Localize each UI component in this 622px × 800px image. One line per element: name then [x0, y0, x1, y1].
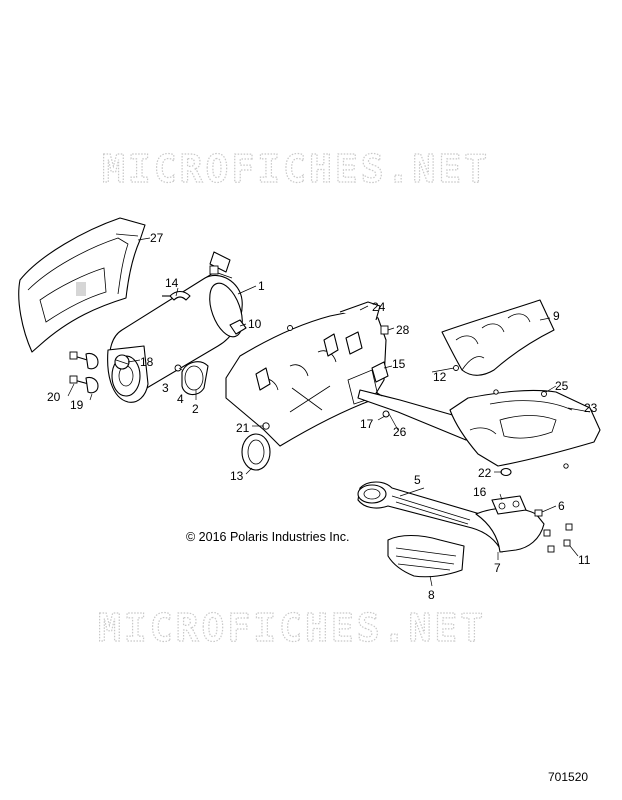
callout-23: 23 [584, 401, 598, 415]
callout-6: 6 [558, 499, 565, 513]
callout-13: 13 [230, 469, 244, 483]
part-28-nut [380, 325, 389, 335]
part-25-bolt [541, 391, 547, 397]
callout-9: 9 [553, 309, 560, 323]
callout-25: 25 [555, 379, 569, 393]
callout-12: 12 [433, 370, 447, 384]
callout-17: 17 [360, 417, 374, 431]
part-15-bracket [371, 361, 389, 383]
part-6-stud [534, 509, 543, 517]
copyright-notice: © 2016 Polaris Industries Inc. [186, 530, 349, 544]
callout-5: 5 [414, 473, 421, 487]
part-18-flange [114, 354, 130, 370]
part-5-exhaust-pipe [357, 481, 545, 553]
reference-number: 701520 [548, 770, 588, 784]
callout-10: 10 [248, 317, 262, 331]
part-13-gasket [241, 433, 271, 471]
part-9-corrugated-shield [441, 299, 555, 376]
callout-22: 22 [478, 466, 492, 480]
callout-21: 21 [236, 421, 250, 435]
leader-lines [67, 237, 591, 587]
part-14-clip [162, 290, 191, 301]
part-27-heat-shield [18, 217, 146, 353]
part-11-bolts [543, 523, 573, 553]
part-10-grommet [229, 319, 247, 335]
part-20-bolt [69, 375, 99, 394]
callout-24: 24 [372, 300, 386, 314]
callout-16: 16 [473, 485, 487, 499]
part-24-heat-shield [225, 301, 387, 447]
callout-26: 26 [393, 425, 407, 439]
part-16-gasket [491, 495, 527, 515]
callout-1: 1 [258, 279, 265, 293]
callout-labels: 1 2 3 4 5 6 7 8 9 10 11 12 13 14 15 16 1… [47, 231, 598, 602]
part-3-nut [174, 364, 182, 372]
watermark-top: MICROFICHES.NET [102, 147, 490, 191]
callout-11: 11 [578, 553, 591, 567]
part-2-tailpipe-tip [181, 361, 209, 396]
callout-14: 14 [165, 276, 179, 290]
callout-20: 20 [47, 390, 61, 404]
callout-8: 8 [428, 588, 435, 602]
callout-15: 15 [392, 357, 406, 371]
callout-19: 19 [70, 398, 84, 412]
callout-2: 2 [192, 402, 199, 416]
callout-3: 3 [162, 381, 169, 395]
callout-4: 4 [177, 392, 184, 406]
part-19-bolt [69, 351, 99, 370]
callout-7: 7 [494, 561, 501, 575]
watermark-bottom: MICROFICHES.NET [98, 606, 486, 650]
callout-18: 18 [140, 355, 154, 369]
part-17-bolt [382, 410, 390, 418]
part-12-bolt [453, 365, 459, 371]
callout-28: 28 [396, 323, 410, 337]
callout-27: 27 [150, 231, 164, 245]
part-8-heat-sleeve [387, 534, 465, 578]
part-22-washer [500, 467, 512, 477]
part-23-heat-shield-tray [449, 389, 601, 469]
